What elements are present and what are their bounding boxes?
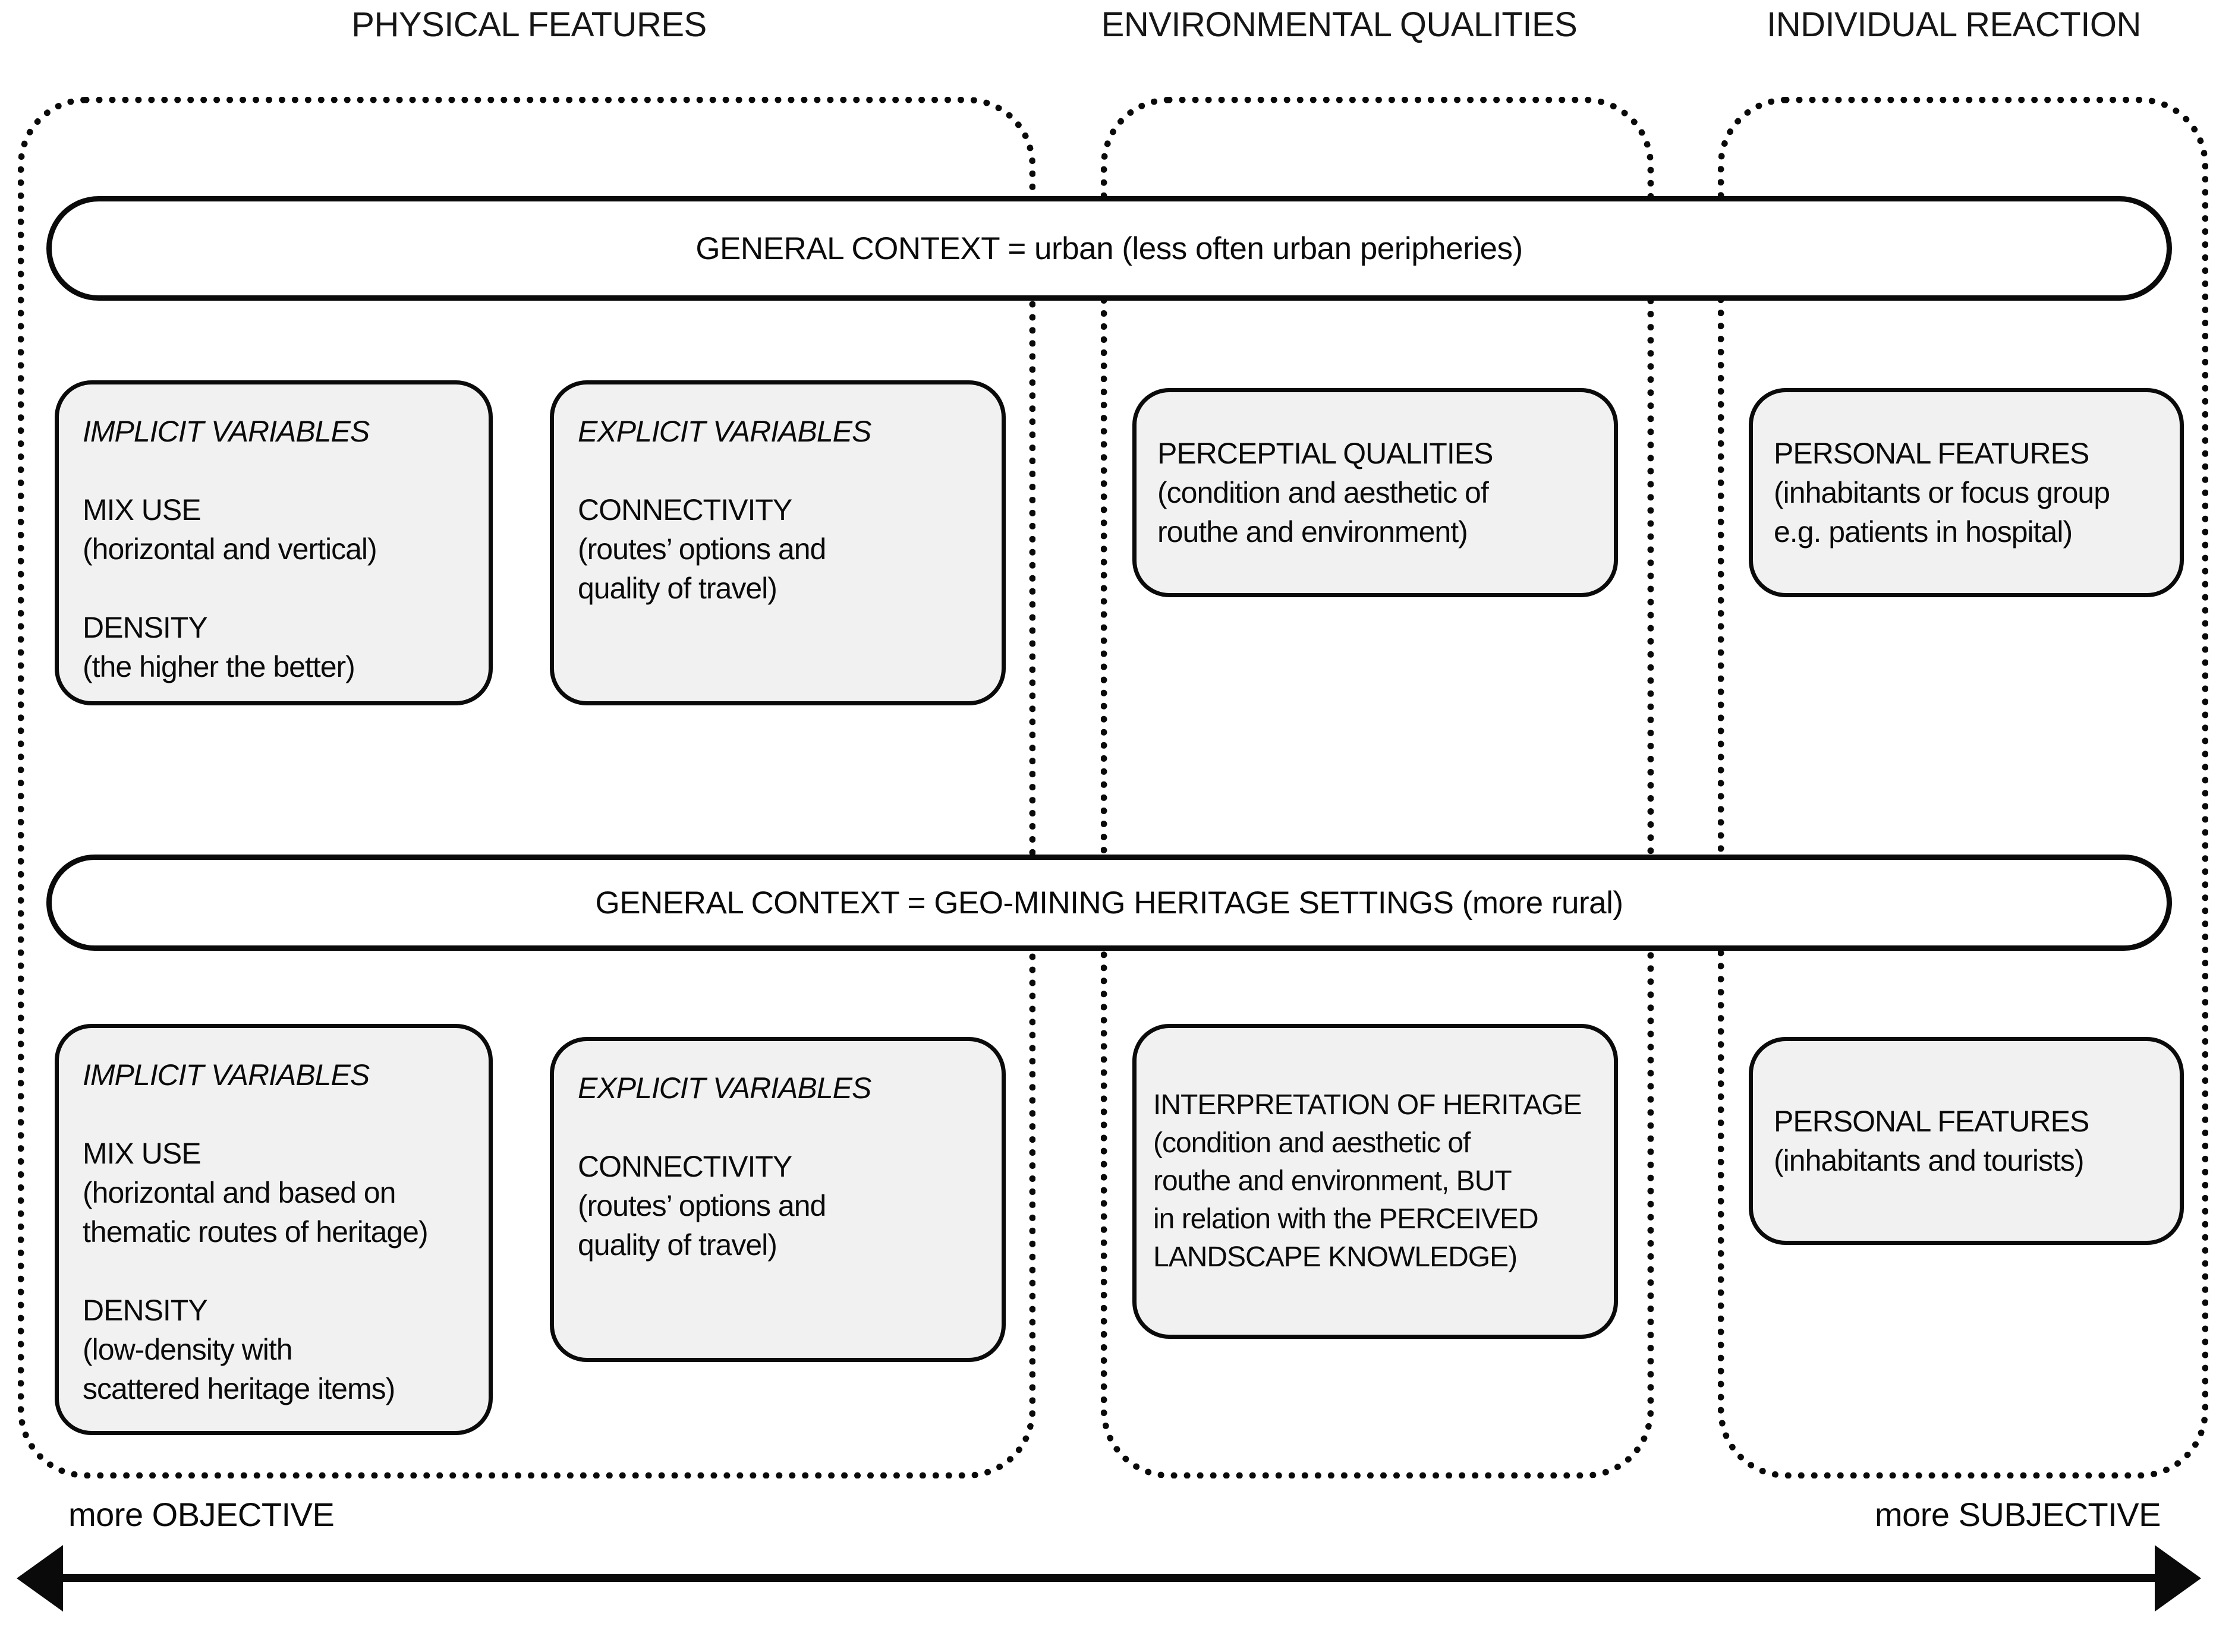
- box-body: MIX USE (horizontal and vertical) DENSIT…: [83, 493, 377, 683]
- box-body: (inhabitants and tourists): [1774, 1144, 2085, 1177]
- box-urban-perceptial-qualities: PERCEPTIAL QUALITIES (condition and aest…: [1132, 388, 1618, 597]
- box-title: PERSONAL FEATURES: [1774, 437, 2089, 470]
- box-urban-implicit-variables: IMPLICIT VARIABLES MIX USE (horizontal a…: [55, 380, 493, 705]
- box-body: (inhabitants or focus group e.g. patient…: [1774, 476, 2110, 548]
- box-body: (condition and aesthetic of routhe and e…: [1153, 1127, 1539, 1273]
- box-heritage-interpretation-of-heritage: INTERPRETATION OF HERITAGE (condition an…: [1132, 1024, 1618, 1339]
- box-heritage-explicit-variables: EXPLICIT VARIABLES CONNECTIVITY (routes’…: [550, 1037, 1006, 1362]
- context-pill-urban: GENERAL CONTEXT = urban (less often urba…: [46, 196, 2172, 301]
- box-title: PERSONAL FEATURES: [1774, 1105, 2089, 1138]
- box-heritage-implicit-variables: IMPLICIT VARIABLES MIX USE (horizontal a…: [55, 1024, 493, 1435]
- arrow-right-icon: [2155, 1545, 2201, 1612]
- box-urban-explicit-variables: EXPLICIT VARIABLES CONNECTIVITY (routes’…: [550, 380, 1006, 705]
- column-header-individual-reaction: INDIVIDUAL REACTION: [1767, 5, 2141, 44]
- axis-label-more-subjective: more SUBJECTIVE: [1874, 1496, 2161, 1533]
- box-body: MIX USE (horizontal and based on themati…: [83, 1137, 429, 1405]
- context-pill-geo-mining: GENERAL CONTEXT = GEO-MINING HERITAGE SE…: [46, 855, 2172, 951]
- axis-label-more-objective: more OBJECTIVE: [68, 1496, 335, 1533]
- context-pill-geo-mining-label: GENERAL CONTEXT = GEO-MINING HERITAGE SE…: [595, 885, 1623, 920]
- column-header-physical-features: PHYSICAL FEATURES: [351, 5, 707, 44]
- box-title: PERCEPTIAL QUALITIES: [1157, 437, 1493, 470]
- arrow-left-icon: [17, 1545, 63, 1612]
- box-title: IMPLICIT VARIABLES: [83, 415, 370, 448]
- box-body: CONNECTIVITY (routes’ options and qualit…: [578, 493, 826, 605]
- dotted-column-environmental-qualities: [1101, 97, 1654, 1478]
- box-body: (condition and aesthetic of routhe and e…: [1157, 476, 1489, 548]
- box-title: IMPLICIT VARIABLES: [83, 1058, 370, 1092]
- box-urban-personal-features: PERSONAL FEATURES (inhabitants or focus …: [1749, 388, 2184, 597]
- axis-line: [34, 1574, 2179, 1582]
- box-body: CONNECTIVITY (routes’ options and qualit…: [578, 1150, 826, 1262]
- context-pill-urban-label: GENERAL CONTEXT = urban (less often urba…: [695, 231, 1523, 266]
- dotted-column-individual-reaction: [1718, 97, 2208, 1478]
- box-title: EXPLICIT VARIABLES: [578, 415, 871, 448]
- box-title: INTERPRETATION OF HERITAGE: [1153, 1089, 1582, 1121]
- column-header-environmental-qualities: ENVIRONMENTAL QUALITIES: [1101, 5, 1578, 44]
- box-title: EXPLICIT VARIABLES: [578, 1071, 871, 1105]
- box-heritage-personal-features: PERSONAL FEATURES (inhabitants and touri…: [1749, 1037, 2184, 1245]
- dotted-column-physical-features: [18, 97, 1035, 1478]
